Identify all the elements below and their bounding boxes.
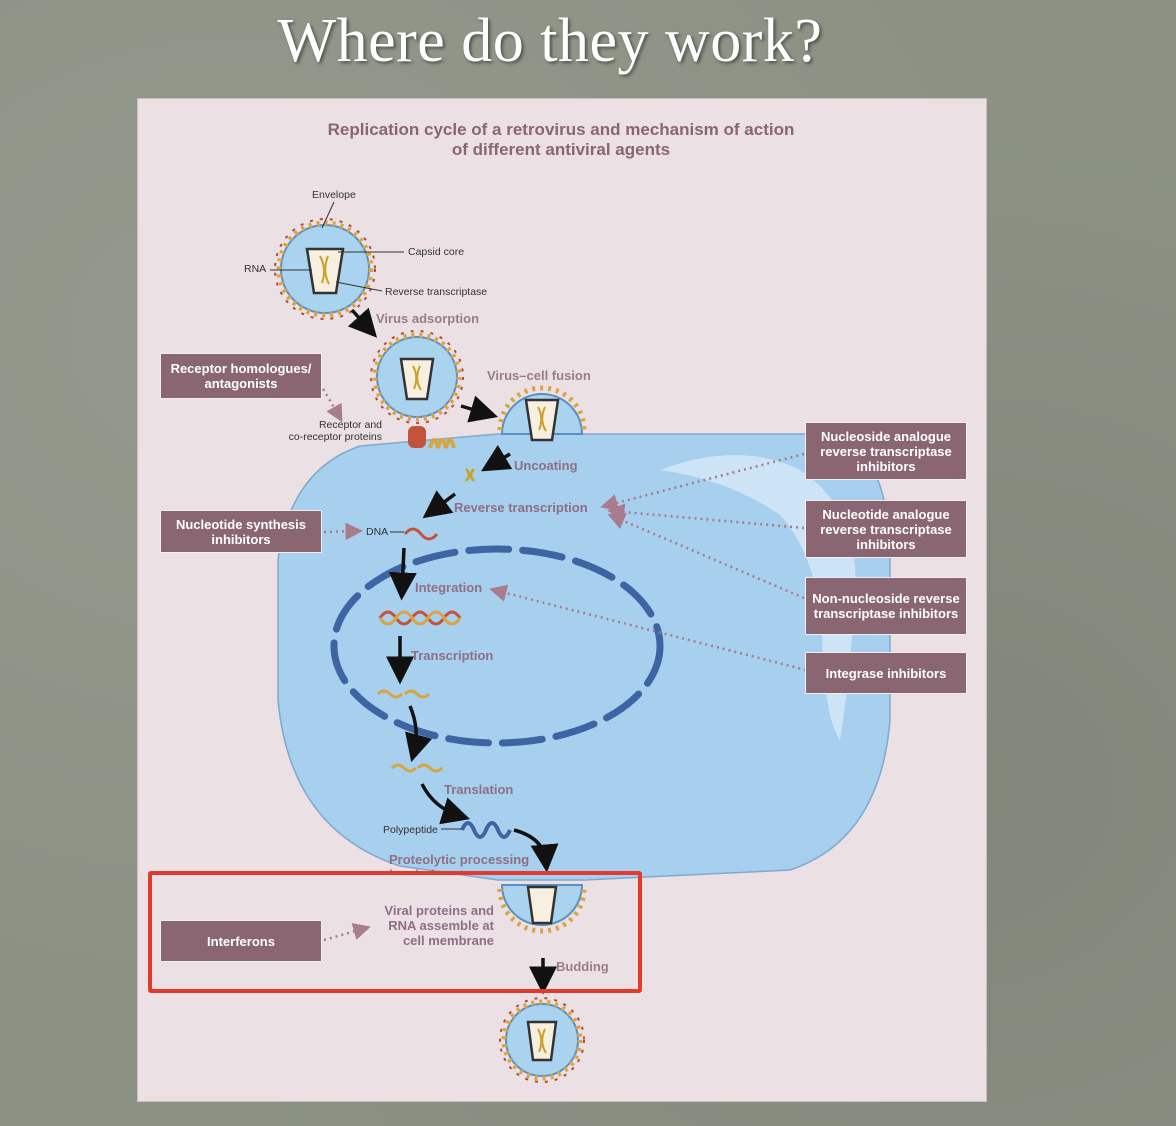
dotted-arrow-receptor-homologues: [320, 384, 340, 418]
drug-nrti-b-line-1: Nucleotide analogue: [822, 507, 949, 522]
drug-box-nucleotide-synthesis: Nucleotide synthesis inhibitors: [160, 510, 322, 553]
drug-receptor-homologues-line-2: antagonists: [205, 376, 278, 391]
stage-uncoating: Uncoating: [514, 458, 578, 473]
stage-proteolytic-processing: Proteolytic processing: [389, 852, 529, 867]
virion-fusing: [500, 388, 584, 440]
stage-reverse-transcription: Reverse transcription: [454, 500, 588, 515]
arrow-adsorption: [352, 310, 370, 330]
virion-top: [275, 219, 375, 319]
receptor-proteins: [408, 426, 454, 448]
stage-translation: Translation: [444, 782, 513, 797]
stage-transcription: Transcription: [411, 648, 493, 663]
leader-envelope: [322, 202, 334, 228]
drug-nrti-a-line-3: inhibitors: [856, 459, 915, 474]
drug-nrti-a-line-1: Nucleoside analogue: [821, 429, 951, 444]
label-receptor-line-2: co-receptor proteins: [272, 431, 382, 443]
virion-adsorbing: [371, 331, 463, 423]
drug-nucleotide-synthesis-line-2: inhibitors: [211, 532, 270, 547]
drug-box-nucleotide-analogue-rti: Nucleotide analogue reverse transcriptas…: [805, 500, 967, 558]
drug-nrti-b-line-2: reverse transcriptase: [820, 522, 952, 537]
stage-virus-adsorption: Virus adsorption: [376, 311, 479, 326]
drug-box-nnrti: Non-nucleoside reverse transcriptase inh…: [805, 577, 967, 635]
drug-box-receptor-homologues: Receptor homologues/ antagonists: [160, 353, 322, 399]
virion-released: [500, 998, 584, 1082]
label-polypeptide: Polypeptide: [383, 824, 438, 836]
label-dna: DNA: [366, 526, 388, 538]
label-receptor: Receptor and co-receptor proteins: [272, 419, 382, 443]
drug-box-integrase-inhibitors: Integrase inhibitors: [805, 652, 967, 694]
stage-virus-cell-fusion: Virus–cell fusion: [487, 368, 591, 383]
highlight-box: [148, 871, 642, 993]
drug-nucleotide-synthesis-line-1: Nucleotide synthesis: [176, 517, 306, 532]
label-reverse-transcriptase: Reverse transcriptase: [385, 286, 487, 298]
drug-nnrti-line-1: Non-nucleoside reverse: [812, 591, 959, 606]
label-receptor-line-1: Receptor and: [272, 419, 382, 431]
arrow-fusion: [461, 406, 488, 414]
label-rna: RNA: [244, 263, 266, 275]
drug-receptor-homologues-line-1: Receptor homologues/: [171, 361, 312, 376]
drug-nrti-a-line-2: reverse transcriptase: [820, 444, 952, 459]
drug-nrti-b-line-3: inhibitors: [856, 537, 915, 552]
stage-integration: Integration: [415, 580, 482, 595]
arrow-integration: [402, 548, 404, 590]
drug-box-nucleoside-analogue-rti: Nucleoside analogue reverse transcriptas…: [805, 422, 967, 480]
label-envelope: Envelope: [312, 189, 356, 201]
drug-nnrti-line-2: transcriptase inhibitors: [814, 606, 958, 621]
label-capsid-core: Capsid core: [408, 246, 464, 258]
